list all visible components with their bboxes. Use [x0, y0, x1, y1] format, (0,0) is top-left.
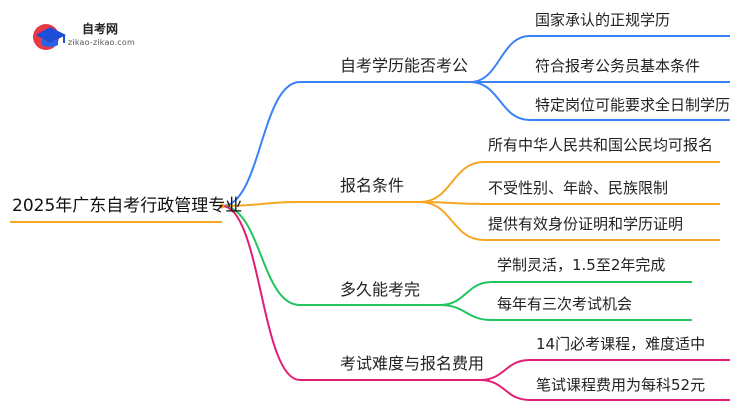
- branch-label-2: 多久能考完: [340, 280, 421, 299]
- leaf-0-2: 特定岗位可能要求全日制学历: [535, 96, 731, 114]
- leaf-3-0: 14门必考课程，难度适中: [536, 335, 706, 353]
- root-node: 2025年广东自考行政管理专业: [12, 196, 243, 216]
- leaf-connector-0-0: [469, 35, 531, 83]
- leaf-1-0: 所有中华人民共和国公民均可报名: [488, 136, 714, 154]
- leaf-0-0: 国家承认的正规学历: [535, 11, 671, 29]
- leaf-connector-1-0: [419, 161, 485, 203]
- root-connector-dot: [219, 203, 225, 209]
- leaf-connector-3-0: [479, 359, 531, 381]
- logo-title: 自考网: [82, 22, 119, 36]
- leaf-0-1: 符合报考公务员基本条件: [535, 57, 701, 75]
- branch-connector-3: [221, 205, 301, 381]
- logo-subtitle: zikao-zikao.com: [68, 38, 135, 47]
- leaf-connector-0-2: [469, 81, 531, 121]
- branch-connector-0: [221, 81, 301, 207]
- leaf-connector-2-0: [439, 281, 493, 306]
- branch-connector-2: [221, 205, 301, 306]
- leaf-connector-2-1: [439, 304, 493, 321]
- branch-label-3: 考试难度与报名费用: [340, 354, 485, 373]
- graduation-cap-icon: [33, 24, 66, 50]
- branch-label-1: 报名条件: [340, 176, 405, 195]
- leaf-connector-3-1: [479, 379, 531, 401]
- branch-connector-1: [221, 201, 301, 207]
- site-logo: [30, 17, 190, 53]
- leaf-1-2: 提供有效身份证明和学历证明: [488, 215, 684, 233]
- leaf-connector-1-2: [419, 201, 485, 241]
- leaf-2-1: 每年有三次考试机会: [497, 295, 633, 313]
- leaf-2-0: 学制灵活，1.5至2年完成: [497, 256, 666, 274]
- leaf-3-1: 笔试课程费用为每科52元: [536, 376, 706, 394]
- leaf-1-1: 不受性别、年龄、民族限制: [488, 179, 669, 197]
- branch-label-0: 自考学历能否考公: [340, 56, 469, 75]
